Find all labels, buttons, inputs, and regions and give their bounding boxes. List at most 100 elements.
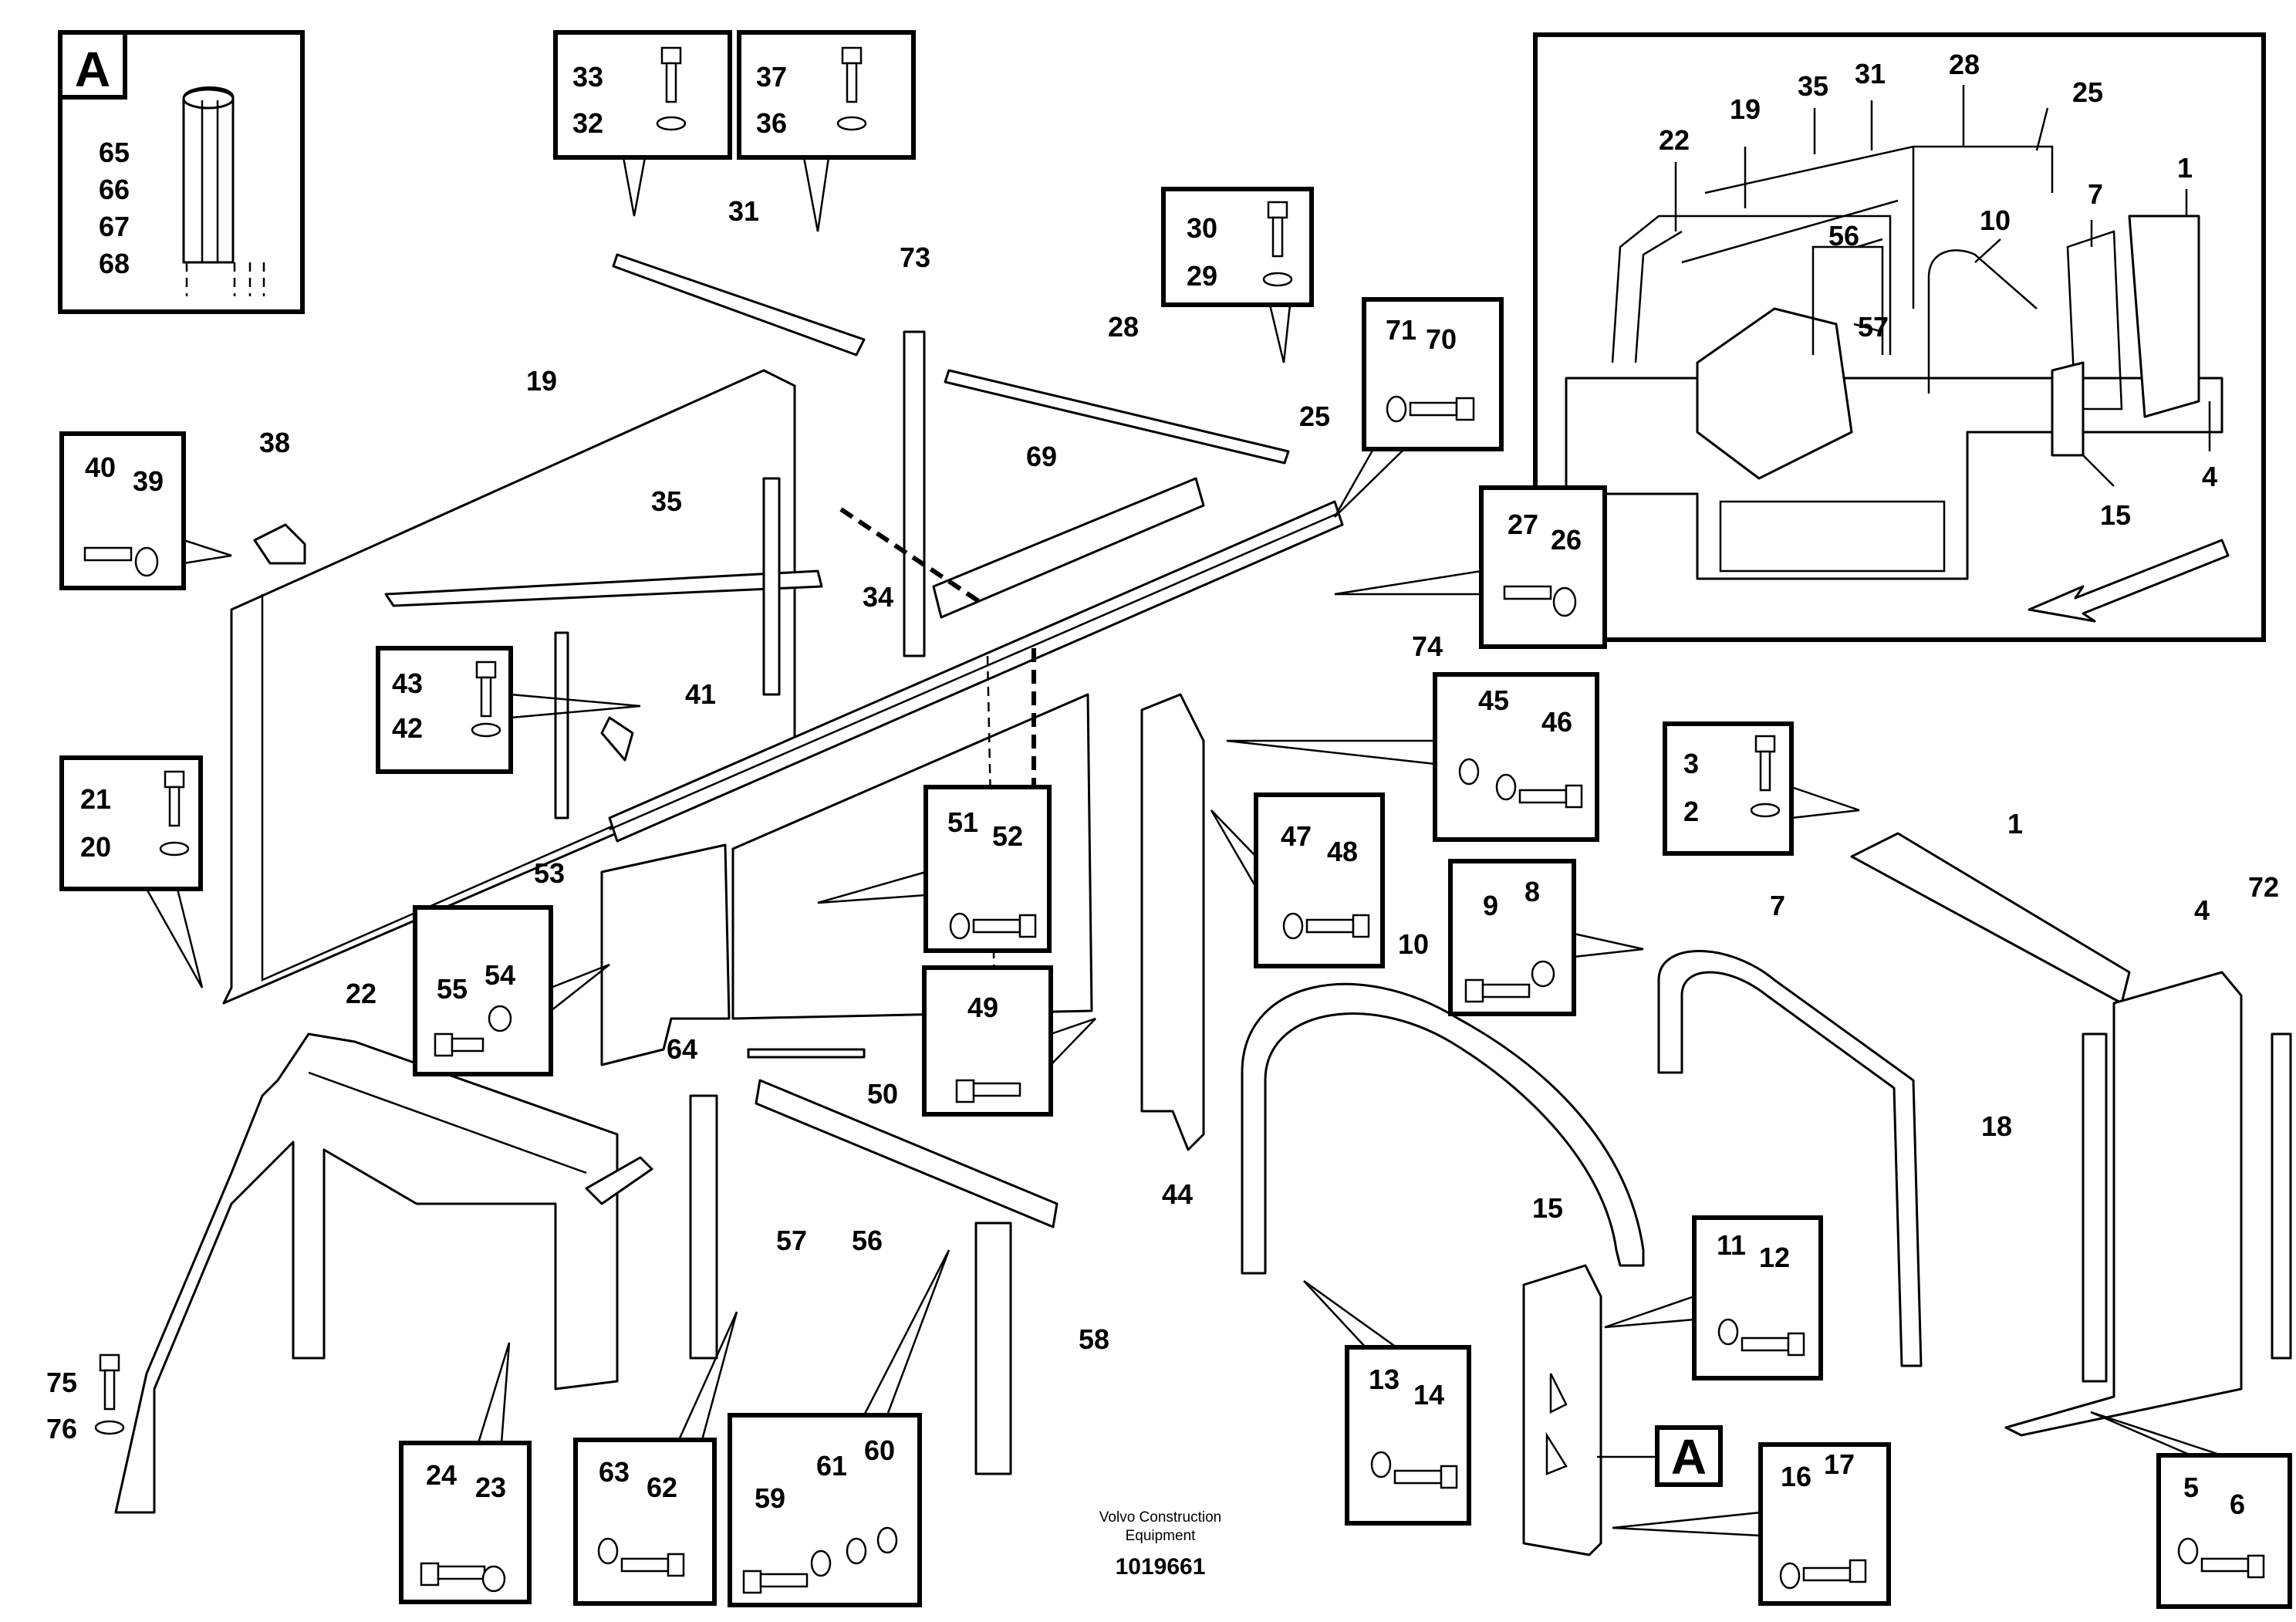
label-part-52: 52 <box>992 820 1023 852</box>
label-part-64: 64 <box>667 1033 697 1065</box>
label-part-55: 55 <box>437 973 468 1005</box>
label-part-38: 38 <box>259 427 290 458</box>
label-part-1: 1 <box>2007 808 2023 840</box>
detail-a-letter: A <box>75 42 110 97</box>
label-part-23: 23 <box>475 1472 506 1503</box>
inset-label-28: 28 <box>1949 49 1980 80</box>
maker-name-line2: Equipment <box>1126 1528 1197 1544</box>
label-part-10: 10 <box>1398 928 1429 960</box>
label-part-32: 32 <box>572 107 603 139</box>
inset-label-19: 19 <box>1730 93 1761 125</box>
label-part-24: 24 <box>426 1459 457 1491</box>
label-part-28: 28 <box>1108 311 1139 343</box>
label-part-37: 37 <box>756 61 787 93</box>
label-part-19: 19 <box>526 365 557 397</box>
title-block: Volvo Construction Equipment 1019661 <box>1099 1509 1221 1580</box>
label-part-74: 74 <box>1412 630 1443 662</box>
label-part-42: 42 <box>392 712 423 744</box>
label-part-75: 75 <box>46 1367 77 1398</box>
label-part-18: 18 <box>1981 1110 2012 1142</box>
part-labels: 33 32 37 36 31 73 30 29 28 71 70 25 69 2… <box>46 61 2279 1520</box>
inset-label-35: 35 <box>1798 70 1828 102</box>
label-part-46: 46 <box>1541 706 1572 738</box>
inset-label-25: 25 <box>2072 76 2103 108</box>
label-part-9: 9 <box>1483 890 1498 921</box>
detail-a-part-68: 68 <box>99 248 130 279</box>
inset-label-22: 22 <box>1659 124 1690 156</box>
label-part-16: 16 <box>1781 1461 1811 1492</box>
label-part-29: 29 <box>1187 260 1217 292</box>
label-part-34: 34 <box>863 581 893 613</box>
label-part-6: 6 <box>2230 1489 2245 1520</box>
inset-label-1: 1 <box>2177 152 2193 184</box>
label-part-73: 73 <box>900 242 930 273</box>
label-part-44: 44 <box>1162 1178 1193 1210</box>
label-part-60: 60 <box>864 1434 895 1466</box>
label-part-8: 8 <box>1524 876 1540 907</box>
label-part-31: 31 <box>728 195 759 227</box>
label-part-51: 51 <box>947 806 978 838</box>
label-part-49: 49 <box>967 992 998 1023</box>
label-part-30: 30 <box>1187 212 1217 244</box>
label-part-56: 56 <box>852 1225 883 1256</box>
label-part-70: 70 <box>1426 323 1457 355</box>
detail-a-part-65: 65 <box>99 137 130 168</box>
label-part-17: 17 <box>1824 1448 1855 1480</box>
label-part-12: 12 <box>1759 1242 1790 1273</box>
label-part-20: 20 <box>80 831 111 863</box>
label-part-72: 72 <box>2248 871 2279 903</box>
label-part-3: 3 <box>1683 748 1699 779</box>
detail-a-box: A 65 66 67 68 <box>58 30 305 314</box>
inset-label-31: 31 <box>1855 58 1886 90</box>
drawing-number: 1019661 <box>1116 1554 1206 1580</box>
inset-label-7: 7 <box>2088 178 2103 210</box>
fastener-glyphs <box>83 46 2265 1594</box>
label-part-15: 15 <box>1532 1192 1563 1224</box>
label-part-33: 33 <box>572 61 603 93</box>
label-part-69: 69 <box>1026 441 1057 472</box>
label-part-45: 45 <box>1478 684 1509 716</box>
maker-name-line1: Volvo Construction <box>1099 1509 1221 1526</box>
label-part-76: 76 <box>46 1413 77 1445</box>
label-part-57: 57 <box>776 1225 807 1256</box>
inset-labels: 22 19 35 31 28 25 1 7 10 56 57 4 15 <box>1659 49 2217 531</box>
label-part-58: 58 <box>1079 1323 1109 1355</box>
label-part-41: 41 <box>685 678 716 710</box>
label-part-36: 36 <box>756 107 787 139</box>
label-part-35: 35 <box>651 485 682 517</box>
label-part-13: 13 <box>1369 1363 1400 1395</box>
label-part-40: 40 <box>85 451 116 483</box>
label-part-7: 7 <box>1770 890 1785 921</box>
overview-inset <box>1533 32 2266 642</box>
label-part-39: 39 <box>133 465 164 497</box>
inset-label-57: 57 <box>1858 311 1889 343</box>
label-part-26: 26 <box>1551 524 1582 556</box>
label-part-71: 71 <box>1386 314 1416 346</box>
label-part-43: 43 <box>392 667 423 699</box>
label-part-54: 54 <box>485 959 515 991</box>
inset-label-15: 15 <box>2100 499 2131 531</box>
label-part-62: 62 <box>647 1472 677 1503</box>
label-part-59: 59 <box>755 1482 785 1514</box>
inset-label-10: 10 <box>1980 204 2011 236</box>
label-part-50: 50 <box>867 1078 898 1110</box>
label-part-48: 48 <box>1327 836 1358 867</box>
label-part-61: 61 <box>816 1450 847 1482</box>
label-part-5: 5 <box>2183 1472 2199 1503</box>
label-part-21: 21 <box>80 783 111 815</box>
detail-a-callout-letter: A <box>1671 1429 1707 1485</box>
label-part-4: 4 <box>2194 894 2210 926</box>
label-part-63: 63 <box>599 1456 630 1488</box>
label-part-2: 2 <box>1683 796 1699 827</box>
label-part-11: 11 <box>1717 1229 1746 1261</box>
label-part-22: 22 <box>346 978 376 1009</box>
label-part-25: 25 <box>1299 400 1330 432</box>
detail-a-part-67: 67 <box>99 211 130 242</box>
detail-a-part-66: 66 <box>99 174 130 205</box>
inset-label-56: 56 <box>1828 220 1859 252</box>
label-part-53: 53 <box>534 857 565 889</box>
label-part-47: 47 <box>1281 820 1312 852</box>
label-part-27: 27 <box>1508 509 1538 540</box>
inset-label-4: 4 <box>2202 461 2217 492</box>
